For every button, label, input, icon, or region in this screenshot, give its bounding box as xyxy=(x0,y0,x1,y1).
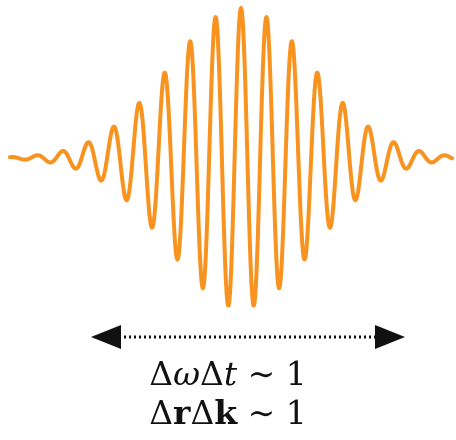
position-vector: r xyxy=(173,393,191,432)
delta-symbol: Δ xyxy=(149,393,174,432)
time-variable: t xyxy=(223,354,238,393)
tilde-relation: ∼ xyxy=(237,354,286,393)
position-wavevector-uncertainty: ΔrΔk ∼ 1 xyxy=(0,394,456,432)
wavevector: k xyxy=(214,393,238,432)
rhs-value: 1 xyxy=(285,393,307,432)
delta-symbol: Δ xyxy=(149,354,174,393)
frequency-time-uncertainty: ΔωΔt ∼ 1 xyxy=(0,355,456,393)
tilde-relation: ∼ xyxy=(237,393,286,432)
wave-packet-curve xyxy=(8,6,454,308)
omega-variable: ω xyxy=(173,354,200,393)
rhs-value: 1 xyxy=(285,354,307,393)
delta-symbol: Δ xyxy=(190,393,215,432)
delta-symbol: Δ xyxy=(200,354,224,393)
